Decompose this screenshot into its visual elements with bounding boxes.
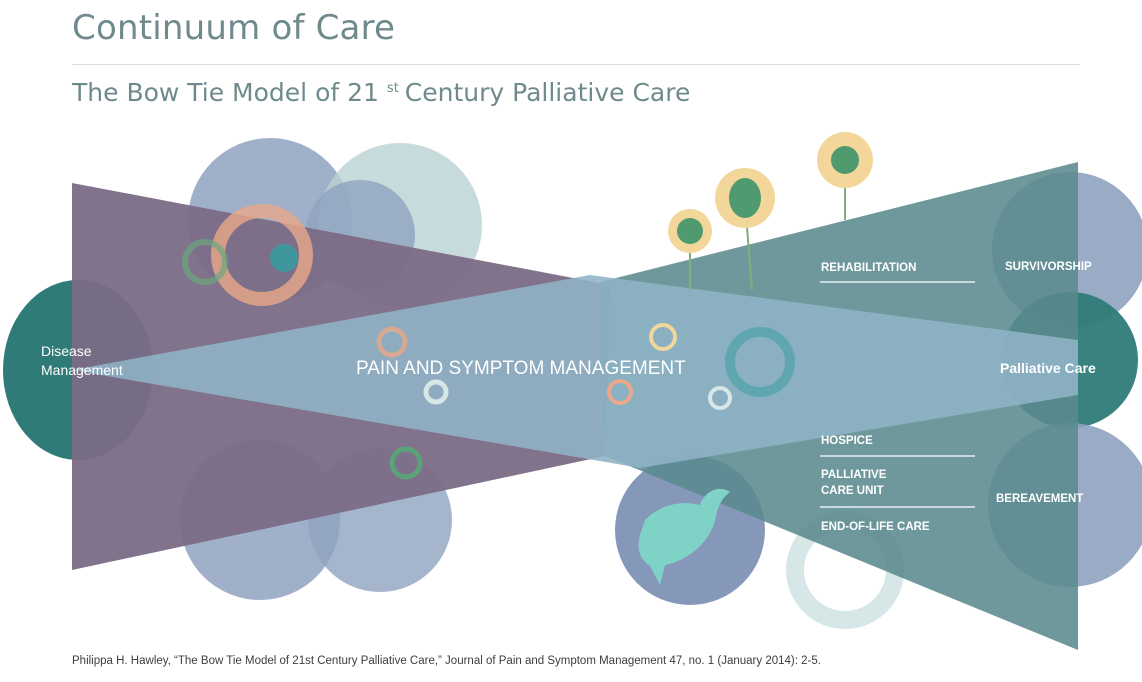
ring [211, 204, 313, 306]
page-title: Continuum of Care [72, 8, 396, 48]
title-divider [72, 64, 1080, 65]
tree-icon [729, 178, 761, 218]
label-rehabilitation: REHABILITATION [821, 262, 916, 274]
label-pain-symptom-management: PAIN AND SYMPTOM MANAGEMENT [356, 358, 686, 379]
subtitle-rest: Century Palliative Care [404, 78, 691, 107]
ring [182, 239, 228, 285]
ring [270, 244, 298, 272]
center-band [72, 275, 1078, 468]
dove-icon [638, 488, 730, 585]
ring [389, 446, 423, 480]
label-disease: Disease [41, 343, 92, 359]
label-management: Management [41, 362, 123, 378]
label-survivorship: SURVIVORSHIP [1005, 261, 1092, 273]
label-care-unit: CARE UNIT [821, 485, 884, 497]
ring [725, 327, 795, 397]
label-separators [820, 281, 975, 508]
tree-icons [668, 132, 873, 291]
tree-icon [831, 146, 859, 174]
ring [376, 326, 408, 358]
ring [423, 379, 449, 405]
ring [649, 323, 677, 351]
citation: Philippa H. Hawley, “The Bow Tie Model o… [72, 655, 821, 667]
label-palliative: PALLIATIVE [821, 469, 887, 481]
label-palliative-care: Palliative Care [1000, 360, 1096, 376]
tree-icon [677, 218, 703, 244]
ring [708, 386, 732, 410]
label-end-of-life-care: END-OF-LIFE CARE [821, 521, 930, 533]
label-hospice: HOSPICE [821, 435, 873, 447]
subtitle-main: The Bow Tie Model of 21 [72, 78, 379, 107]
label-bereavement: BEREAVEMENT [996, 493, 1083, 505]
ring [607, 379, 633, 405]
left-decorative-rings [182, 204, 795, 480]
subtitle-superscript: st [386, 80, 399, 96]
page-subtitle: The Bow Tie Model of 21 st Century Palliat… [72, 78, 690, 107]
